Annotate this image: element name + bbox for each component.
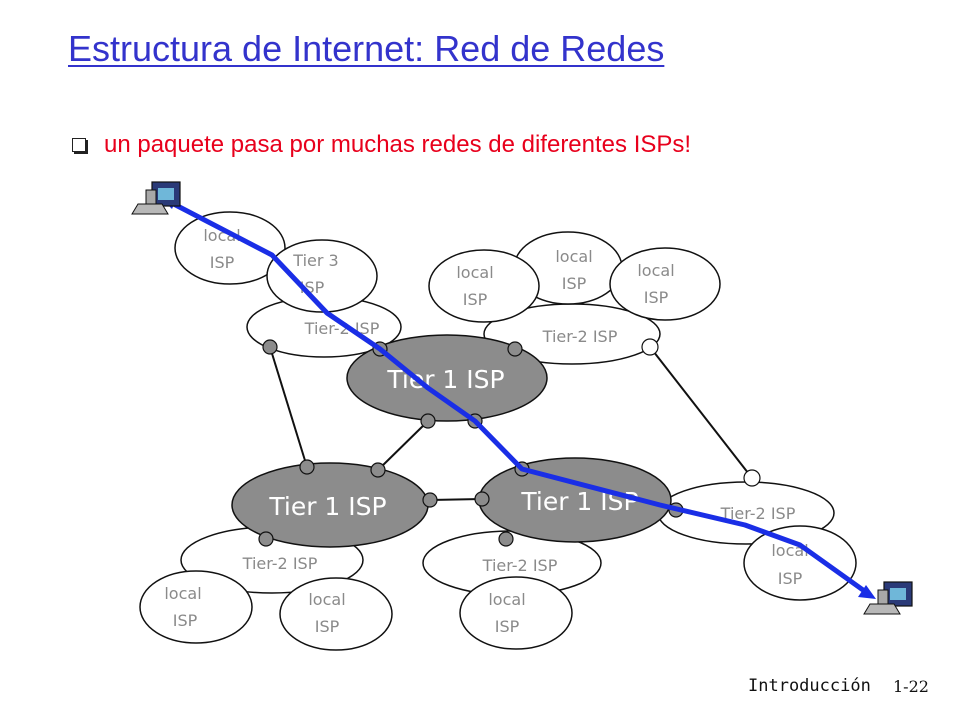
local-isp-label: ISP	[644, 288, 669, 307]
tier2-isp-label: Tier-2 ISP	[542, 327, 618, 346]
router-node	[743, 469, 761, 487]
computer-icon-source	[131, 181, 181, 215]
packet-path	[164, 197, 872, 598]
tier1-isp-cloud	[346, 334, 548, 422]
local-isp-cloud	[459, 576, 573, 650]
local-isp-label: local	[637, 261, 674, 280]
path-arrowhead-icon	[858, 585, 876, 599]
local-isp-label: ISP	[778, 569, 803, 588]
page-title: Estructura de Internet: Red de Redes	[68, 28, 665, 69]
local-isp-label: ISP	[210, 253, 235, 272]
router-node	[474, 491, 490, 507]
tier2-isp-label: Tier-2 ISP	[720, 504, 796, 523]
link-tier1-left-center	[377, 420, 429, 471]
local-isp-label: local	[308, 590, 345, 609]
tier3-isp-cloud	[266, 239, 378, 313]
footer-section-label: Introducción	[748, 676, 871, 696]
local-isp-cloud	[279, 577, 393, 651]
local-isp-label: local	[203, 226, 240, 245]
square-bullet-icon	[72, 138, 86, 152]
router-node	[507, 341, 523, 357]
router-node	[641, 338, 659, 356]
local-isp-cloud	[139, 570, 253, 644]
tier2-isp-label: Tier-2 ISP	[482, 556, 558, 575]
link-tier2-tier2-right	[649, 346, 753, 479]
local-isp-label: local	[164, 584, 201, 603]
local-isp-label: ISP	[463, 290, 488, 309]
local-isp-label: local	[488, 590, 525, 609]
local-isp-label: ISP	[315, 617, 340, 636]
local-isp-label: local	[456, 263, 493, 282]
router-node	[262, 339, 278, 355]
local-isp-cloud	[609, 247, 721, 321]
bullet-item: un paquete pasa por muchas redes de dife…	[72, 131, 691, 159]
computer-icon-destination	[863, 581, 913, 615]
local-isp-cloud	[428, 249, 540, 323]
local-isp-cloud	[743, 525, 857, 601]
local-isp-label: ISP	[495, 617, 520, 636]
local-isp-label: ISP	[173, 611, 198, 630]
tier1-isp-label: Tier 1 ISP	[268, 492, 386, 521]
local-isp-label: ISP	[562, 274, 587, 293]
footer-page-number: 1-22	[893, 677, 929, 696]
router-node	[422, 492, 438, 508]
tier1-isp-label: Tier 1 ISP	[520, 487, 638, 516]
tier2-isp-label: Tier-2 ISP	[242, 554, 318, 573]
router-node	[370, 462, 386, 478]
tier3-isp-label: Tier 3	[292, 251, 338, 270]
router-node	[420, 413, 436, 429]
router-node	[299, 459, 315, 475]
link-tier2-tier1-left	[269, 346, 308, 468]
link-tier1-left-right	[429, 498, 483, 501]
local-isp-label: local	[555, 247, 592, 266]
local-isp-cloud	[174, 211, 286, 285]
router-node	[498, 531, 514, 547]
bullet-text: un paquete pasa por muchas redes de dife…	[104, 131, 692, 158]
router-node	[258, 531, 274, 547]
